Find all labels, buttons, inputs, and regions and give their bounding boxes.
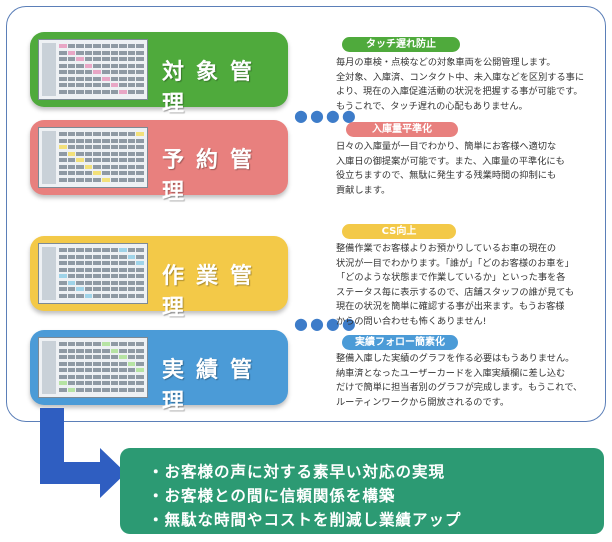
section-desc-1: 毎月の車検・点検などの対象車両を公開管理します。全対象、入庫済、コンタクト中、未… [336,57,585,112]
panel-target-management: 対象管理 [30,32,288,117]
board-thumbnail-3 [38,243,148,304]
board-thumbnail-1 [38,39,148,100]
result-line-2: ・お客様との間に信頼関係を構築 [148,487,396,505]
section-tag-3: CS向上 [342,224,456,239]
result-arrow-shaft [40,462,102,484]
section-tag-4: 実績フォロー簡素化 [342,335,458,350]
connector-dots-1: ●●●● [294,106,358,125]
panel-work-management: 作業管理 [30,236,288,321]
panel-title: 予約管理 [162,148,265,205]
result-line-1: ・お客様の声に対する素早い対応の実現 [148,463,446,481]
board-thumbnail-2 [38,127,148,188]
panel-results-management: 実績管理 [30,330,288,415]
panel-title: 対象管理 [162,60,265,117]
panel-title: 実績管理 [162,358,265,415]
section-desc-4: 整備入庫した実績のグラフを作る必要はもうありません。納車済となったユーザーカード… [336,353,583,408]
section-tag-1: タッチ遅れ防止 [342,37,460,52]
board-thumbnail-4 [38,337,148,398]
section-desc-3: 整備作業でお客様よりお預かりしているお車の現在の状況が一目でわかります。「誰が」… [336,243,575,327]
section-tag-2: 入庫量平準化 [346,122,458,137]
section-desc-2: 日々の入庫量が一目でわかり、簡単にお客様へ適切な入庫日の御提案が可能です。また、… [336,141,565,196]
connector-dots-2: ●●●● [294,314,358,333]
panel-reservation-management: 予約管理 [30,120,288,205]
result-line-3: ・無駄な時間やコストを削減し業績アップ [148,511,462,529]
results-box: ・お客様の声に対する素早い対応の実現 ・お客様との間に信頼関係を構築 ・無駄な時… [120,448,604,534]
panel-title: 作業管理 [162,264,265,321]
